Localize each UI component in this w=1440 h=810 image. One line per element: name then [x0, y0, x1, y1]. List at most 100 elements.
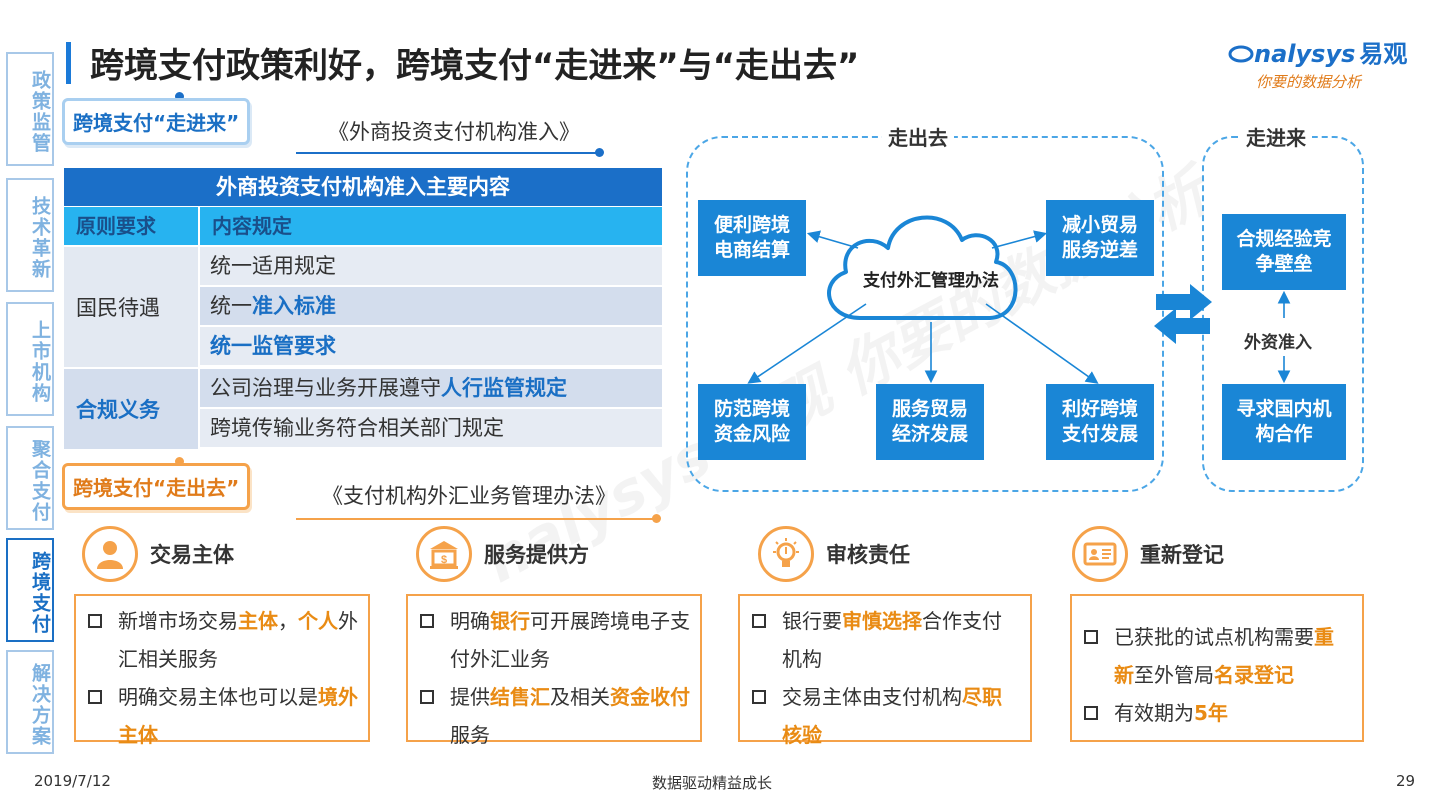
highlight-text: 结售汇	[490, 685, 550, 709]
card-header: 重新登记	[1072, 526, 1224, 582]
node-fund-risk: 防范跨境资金风险	[698, 384, 806, 460]
bullet-square-icon	[1084, 630, 1098, 644]
bullet-item: 银行要审慎选择合作支付机构	[752, 602, 1020, 678]
tag-dot	[175, 457, 184, 466]
node-payment-development: 利好跨境支付发展	[1046, 384, 1154, 460]
group-label: 合规义务	[64, 369, 200, 449]
doc-underline-out	[296, 518, 656, 520]
bullet-item: 明确交易主体也可以是境外主体	[88, 678, 358, 754]
group-rows: 公司治理与业务开展遵守人行监管规定 跨境传输业务符合相关部门规定	[200, 369, 662, 449]
nav-item-5[interactable]: 解决方案	[6, 650, 54, 754]
highlight-text: 资金收付	[610, 685, 690, 709]
svg-text:$: $	[441, 554, 447, 566]
logo-slogan: 你要的数据分析	[1256, 73, 1362, 91]
page-title: 跨境支付政策利好，跨境支付“走进来”与“走出去”	[90, 46, 860, 86]
bullet-item: 新增市场交易主体，个人外汇相关服务	[88, 602, 358, 678]
row-text: 跨境传输业务符合相关部门规定	[210, 416, 504, 440]
card-title: 交易主体	[150, 543, 234, 567]
plain-text: 可开展跨境电子支付外汇业务	[450, 609, 690, 671]
row-highlight: 准入标准	[252, 294, 336, 318]
bullet-square-icon	[752, 690, 766, 704]
bullet-item: 交易主体由支付机构尽职核验	[752, 678, 1020, 754]
doc-underline-dot	[595, 148, 604, 157]
col-header-principle: 原则要求	[64, 207, 200, 245]
bullet-text: 银行要审慎选择合作支付机构	[782, 602, 1020, 678]
plain-text: 已获批的试点机构需要	[1114, 625, 1314, 649]
person-icon	[82, 526, 138, 582]
bullet-square-icon	[1084, 706, 1098, 720]
bullet-text: 提供结售汇及相关资金收付服务	[450, 678, 690, 754]
card-title: 审核责任	[826, 543, 910, 567]
row-text: 统一适用规定	[210, 254, 336, 278]
section-tag-in: 跨境支付“走进来”	[62, 98, 251, 145]
plain-text: 外汇相关服务	[118, 609, 358, 671]
table-header: 外商投资支付机构准入主要内容	[64, 168, 662, 206]
table-row: 统一监管要求	[200, 327, 662, 365]
nav-item-3[interactable]: 聚合支付	[6, 426, 54, 530]
nav-item-2[interactable]: 上市机构	[6, 302, 54, 416]
logo-mark-icon	[1228, 45, 1254, 63]
bullet-square-icon	[420, 690, 434, 704]
plain-text: 合作支付机构	[782, 609, 1002, 671]
card-header: 交易主体	[82, 526, 234, 582]
in-group-title: 走进来	[1240, 122, 1312, 151]
card-body: 已获批的试点机构需要重新至外管局名录登记有效期为5年	[1070, 594, 1364, 742]
highlight-text: 境外主体	[118, 685, 358, 747]
card-body: 新增市场交易主体，个人外汇相关服务明确交易主体也可以是境外主体	[74, 594, 370, 747]
card-header: 审核责任	[758, 526, 910, 582]
plain-text: 明确交易主体也可以是	[118, 685, 318, 709]
row-text: 统一	[210, 294, 252, 318]
bullet-item: 有效期为5年	[1084, 694, 1352, 732]
nav-item-0[interactable]: 政策监管	[6, 52, 54, 166]
id-card-icon	[1072, 526, 1128, 582]
foreign-entry-label: 外资准入	[1244, 333, 1312, 353]
plain-text: 明确	[450, 609, 490, 633]
table-group: 合规义务 公司治理与业务开展遵守人行监管规定 跨境传输业务符合相关部门规定	[64, 369, 662, 449]
row-highlight: 统一监管要求	[210, 334, 336, 358]
tag-dot	[175, 92, 184, 101]
bullet-item: 提供结售汇及相关资金收付服务	[420, 678, 690, 754]
highlight-text: 重新	[1114, 625, 1334, 687]
bullet-text: 交易主体由支付机构尽职核验	[782, 678, 1020, 754]
bullet-text: 新增市场交易主体，个人外汇相关服务	[118, 602, 358, 678]
node-trade-deficit: 减小贸易服务逆差	[1046, 200, 1154, 276]
highlight-text: 尽职核验	[782, 685, 1002, 747]
nav-item-1[interactable]: 技术革新	[6, 178, 54, 292]
logo-brand: nalysys	[1254, 40, 1356, 68]
footer-date: 2019/7/12	[34, 772, 111, 790]
doc-underline-dot	[652, 514, 661, 523]
bullet-text: 明确交易主体也可以是境外主体	[118, 678, 358, 754]
table-row: 统一适用规定	[200, 247, 662, 285]
col-header-content: 内容规定	[212, 214, 292, 238]
table-column-headers: 原则要求 内容规定	[64, 207, 662, 245]
table-group: 国民待遇 统一适用规定 统一准入标准 统一监管要求	[64, 247, 662, 367]
node-service-trade: 服务贸易经济发展	[876, 384, 984, 460]
plain-text: ，	[278, 609, 298, 633]
bullet-text: 明确银行可开展跨境电子支付外汇业务	[450, 602, 690, 678]
card-body: 明确银行可开展跨境电子支付外汇业务提供结售汇及相关资金收付服务	[406, 594, 702, 747]
bullet-item: 明确银行可开展跨境电子支付外汇业务	[420, 602, 690, 678]
plain-text: 有效期为	[1114, 701, 1194, 725]
page-number: 29	[1396, 772, 1416, 790]
plain-text: 新增市场交易	[118, 609, 238, 633]
node-ecommerce-settlement: 便利跨境电商结算	[698, 200, 806, 276]
plain-text: 提供	[450, 685, 490, 709]
bank-icon: $	[416, 526, 472, 582]
card-header: $服务提供方	[416, 526, 589, 582]
highlight-text: 5年	[1194, 701, 1228, 725]
bullet-square-icon	[752, 614, 766, 628]
row-text: 公司治理与业务开展遵守	[210, 376, 441, 400]
plain-text: 及相关	[550, 685, 610, 709]
group-label: 国民待遇	[64, 247, 200, 367]
bullet-square-icon	[88, 614, 102, 628]
node-domestic-cooperation: 寻求国内机构合作	[1222, 384, 1346, 460]
table-row: 公司治理与业务开展遵守人行监管规定	[200, 369, 662, 407]
highlight-text: 主体	[238, 609, 278, 633]
out-group-title: 走出去	[882, 122, 954, 151]
highlight-text: 名录登记	[1214, 663, 1294, 687]
doc-name-out: 《支付机构外汇业务管理办法》	[322, 484, 616, 508]
table-row: 跨境传输业务符合相关部门规定	[200, 409, 662, 447]
nav-item-4[interactable]: 跨境支付	[6, 538, 54, 642]
card-title: 重新登记	[1140, 543, 1224, 567]
